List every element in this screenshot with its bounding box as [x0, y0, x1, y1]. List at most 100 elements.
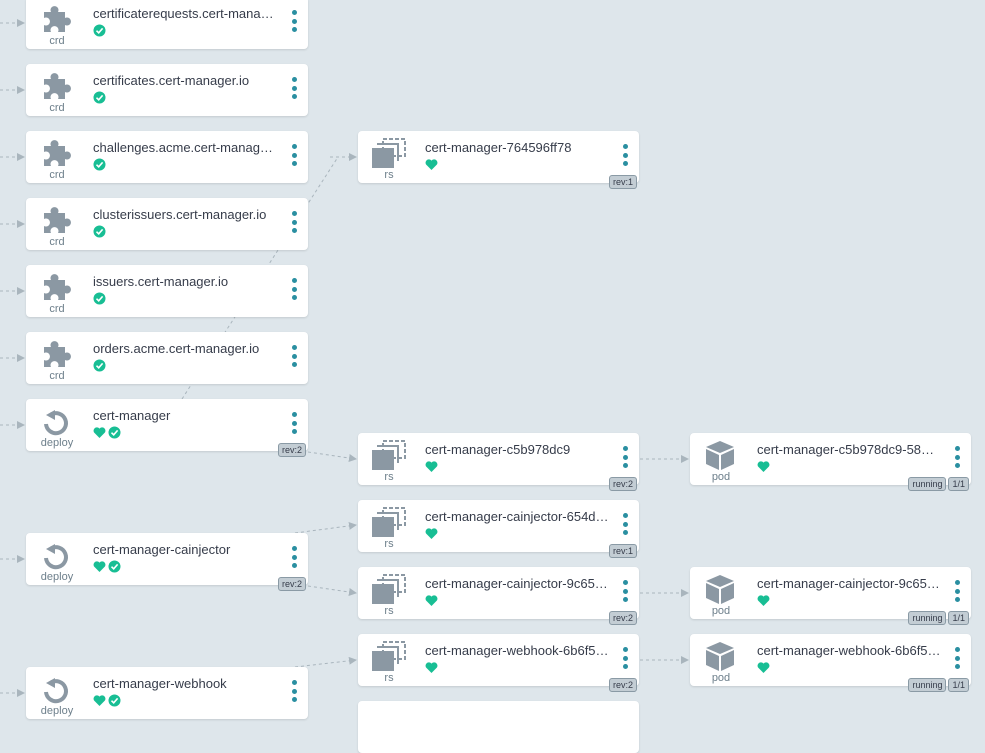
node-menu-button[interactable] [953, 446, 961, 468]
resource-name: cert-manager-c5b978dc9 [425, 442, 571, 457]
resource-status [757, 661, 770, 675]
resource-node-pod[interactable]: pod cert-manager-cainjector-9c65f... runni… [690, 567, 971, 625]
check-circle-icon [93, 359, 106, 372]
node-menu-button[interactable] [290, 144, 298, 166]
resource-kind: pod [711, 605, 731, 617]
node-tag: rev:2 [608, 477, 637, 491]
node-tag: 1/1 [948, 477, 969, 491]
resource-name: cert-manager-cainjector-9c65f... [757, 576, 941, 591]
node-menu-button[interactable] [290, 10, 298, 32]
resource-kind: rs [384, 471, 394, 483]
node-menu-button[interactable] [290, 77, 298, 99]
node-tag: running [908, 611, 947, 625]
resource-status [93, 694, 121, 708]
puzzle-icon [38, 137, 74, 169]
node-menu-button[interactable] [290, 680, 298, 702]
resource-kind: crd [49, 35, 65, 47]
resource-kind: deploy [40, 437, 74, 449]
node-tag: running [908, 477, 947, 491]
check-circle-icon [93, 158, 106, 171]
pod-cube-icon [702, 640, 738, 672]
resource-status [93, 24, 106, 38]
puzzle-icon [38, 271, 74, 303]
resource-kind: rs [384, 672, 394, 684]
resource-name: cert-manager-webhook [93, 676, 227, 691]
resource-name: cert-manager-cainjector [93, 542, 231, 557]
node-tag: rev:2 [277, 577, 306, 591]
node-menu-button[interactable] [621, 513, 629, 535]
resource-status [757, 594, 770, 608]
replicaset-icon [370, 573, 406, 605]
resource-kind: crd [49, 370, 65, 382]
resource-name: certificaterequests.cert-manag... [93, 6, 278, 21]
pod-cube-icon [702, 439, 738, 471]
resource-kind: pod [711, 672, 731, 684]
node-tags: rev:1 [608, 544, 637, 558]
deploy-cycle-icon [38, 673, 74, 705]
check-circle-icon [108, 426, 121, 439]
node-menu-button[interactable] [290, 345, 298, 367]
resource-status [425, 460, 438, 474]
node-tags: rev:2 [608, 477, 637, 491]
node-tags: rev:2 [277, 443, 306, 457]
node-tags: rev:2 [277, 577, 306, 591]
resource-node[interactable] [358, 701, 639, 753]
pod-cube-icon [702, 573, 738, 605]
node-menu-button[interactable] [621, 647, 629, 669]
heart-icon [757, 662, 770, 673]
deploy-cycle-icon [38, 539, 74, 571]
node-menu-button[interactable] [953, 647, 961, 669]
resource-node-rs[interactable]: rs cert-manager-c5b978dc9 rev:2 [358, 433, 639, 491]
node-menu-button[interactable] [621, 144, 629, 166]
resource-name: issuers.cert-manager.io [93, 274, 229, 289]
heart-icon [757, 461, 770, 472]
heart-icon [425, 461, 438, 472]
node-tag: 1/1 [948, 678, 969, 692]
resource-status [93, 560, 121, 574]
resource-status [93, 426, 121, 440]
heart-icon [425, 528, 438, 539]
resource-name: challenges.acme.cert-manager... [93, 140, 278, 155]
heart-icon [757, 595, 770, 606]
resource-status [425, 527, 438, 541]
resource-kind: rs [384, 538, 394, 550]
resource-node-pod[interactable]: pod cert-manager-webhook-6b6f58... running… [690, 634, 971, 692]
resource-status [93, 91, 106, 105]
node-menu-button[interactable] [290, 546, 298, 568]
heart-icon [425, 159, 438, 170]
resource-status [425, 158, 438, 172]
resource-edges [0, 19, 689, 697]
resource-status [93, 225, 106, 239]
check-circle-icon [93, 292, 106, 305]
heart-icon [425, 595, 438, 606]
replicaset-icon [370, 137, 406, 169]
node-menu-button[interactable] [290, 278, 298, 300]
node-menu-button[interactable] [953, 580, 961, 602]
resource-status [93, 158, 106, 172]
resource-name: cert-manager-webhook-6b6f58... [757, 643, 941, 658]
check-circle-icon [93, 225, 106, 238]
heart-icon [93, 695, 106, 706]
node-menu-button[interactable] [290, 412, 298, 434]
resource-node-crd[interactable]: crd certificaterequests.cert-manag... [26, 0, 308, 49]
replicaset-icon [370, 640, 406, 672]
node-menu-button[interactable] [621, 580, 629, 602]
heart-icon [93, 561, 106, 572]
node-menu-button[interactable] [621, 446, 629, 468]
node-menu-button[interactable] [290, 211, 298, 233]
